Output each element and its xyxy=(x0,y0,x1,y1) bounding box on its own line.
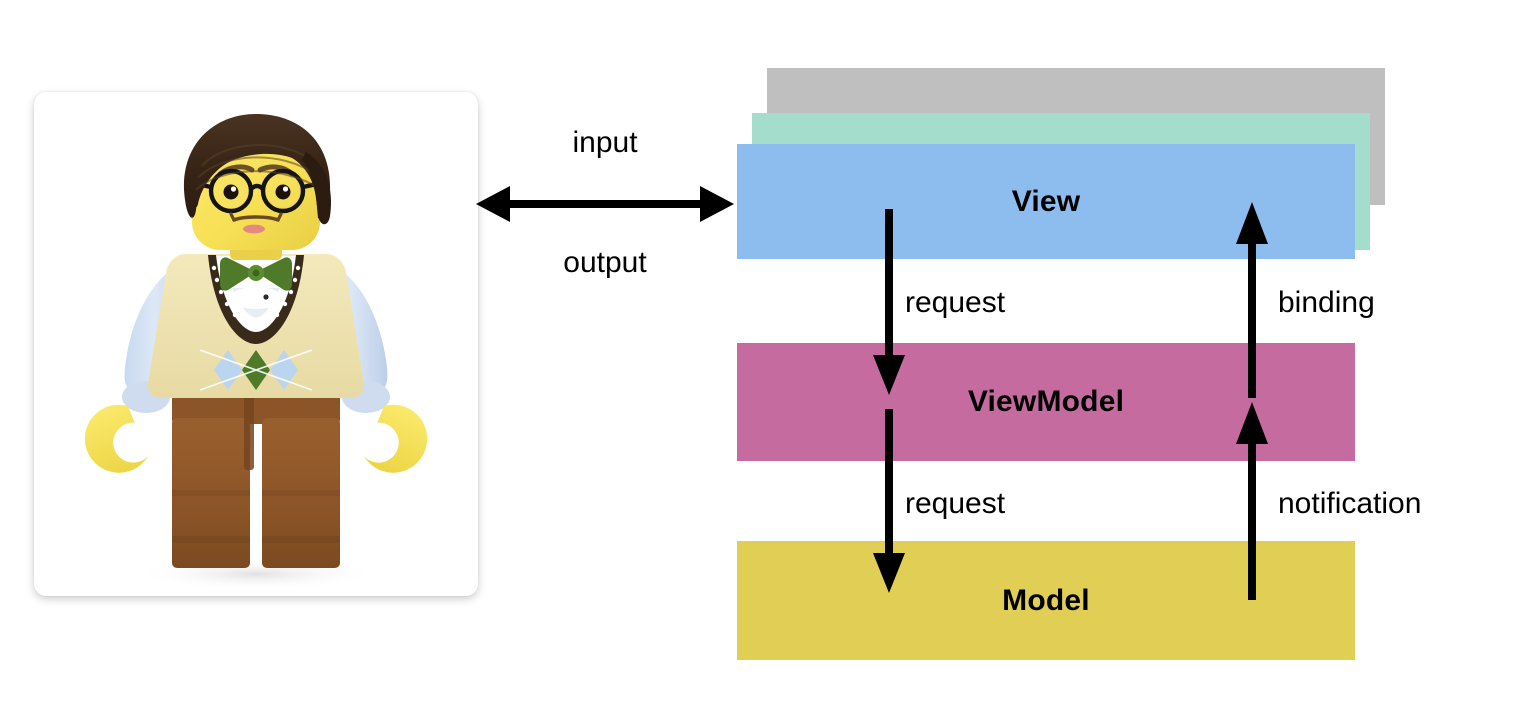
arrow-model-to-viewmodel xyxy=(1233,400,1273,602)
io-label-output: output xyxy=(563,246,647,279)
io-double-arrow-icon xyxy=(474,178,736,230)
layer-viewmodel-label: ViewModel xyxy=(967,385,1125,418)
lego-minifigure-photo xyxy=(34,92,478,596)
layer-view-label: View xyxy=(1011,184,1081,218)
edge-label-request-viewmodel-model: request xyxy=(905,487,1006,520)
edge-label-binding: binding xyxy=(1278,286,1375,319)
arrow-viewmodel-to-model xyxy=(870,405,910,597)
edge-label-notification: notification xyxy=(1278,487,1422,520)
io-label-input: input xyxy=(572,126,638,159)
edge-label-request-view-viewmodel: request xyxy=(905,286,1006,319)
arrow-view-to-viewmodel xyxy=(870,205,910,397)
arrow-viewmodel-to-view xyxy=(1233,200,1273,400)
layer-model-label: Model xyxy=(1002,583,1090,617)
user-photo-card xyxy=(34,92,478,596)
